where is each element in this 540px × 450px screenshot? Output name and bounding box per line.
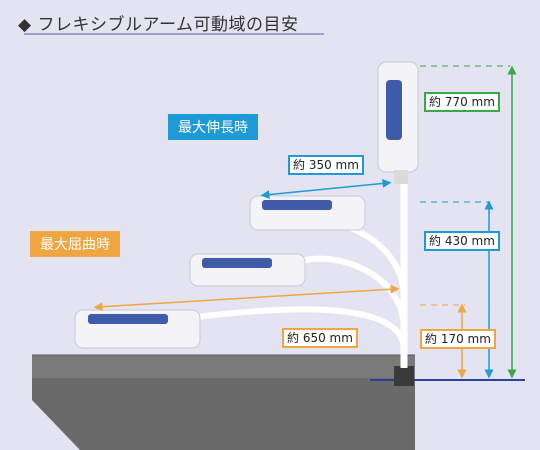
pipette-vertical [377,61,419,184]
max-flex-tag: 最大屈曲時 [30,231,120,257]
table-top [32,355,415,378]
arm-bent-middle [298,255,407,331]
arrow-350 [260,178,392,200]
reach-650-label: 約 650 mm [282,328,358,348]
arrow-650 [93,284,400,312]
page-title: ◆ フレキシブルアーム可動域の目安 [18,15,299,35]
pipette-middle [189,253,306,287]
table-front [32,378,415,450]
height-770-label: 約 770 mm [424,92,500,112]
pipette-lower [74,309,201,349]
pipette-upper [249,195,366,231]
arm-clamp [394,366,414,386]
reach-350-label: 約 350 mm [288,155,364,175]
height-430-label: 約 430 mm [424,231,500,251]
title-underline [24,33,324,35]
max-extension-tag: 最大伸長時 [168,114,258,140]
arm-bent-lower [189,306,407,351]
height-170-label: 約 170 mm [420,329,496,349]
